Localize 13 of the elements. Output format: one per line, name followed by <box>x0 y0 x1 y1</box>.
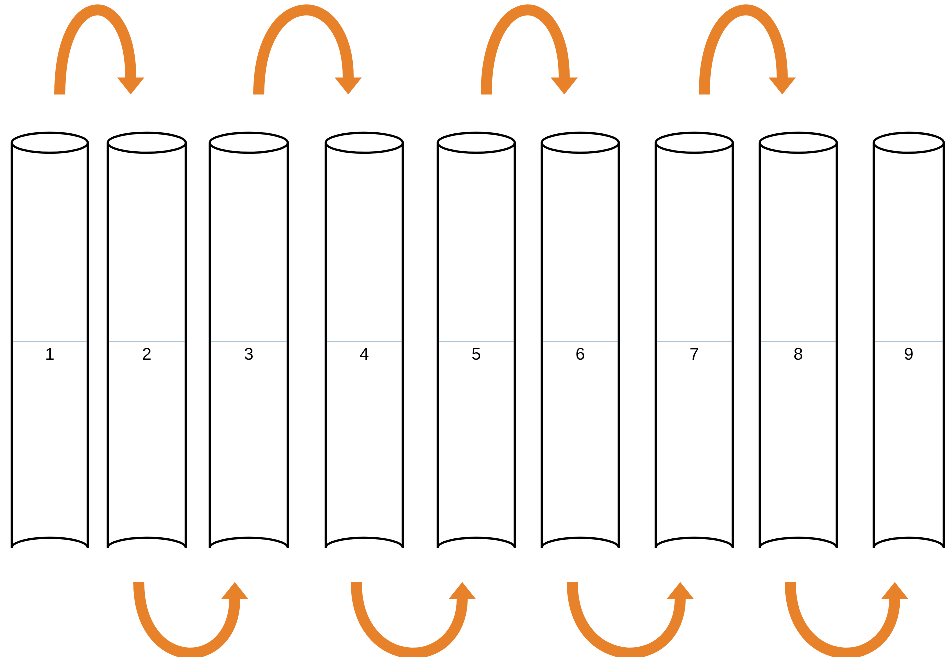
curved-arrow <box>254 4 362 96</box>
curved-arrow <box>54 4 145 96</box>
column-cylinder: 3 <box>208 132 290 550</box>
column-cylinder: 6 <box>540 132 620 550</box>
column-cylinder: 4 <box>324 132 404 550</box>
curved-arrow <box>699 4 796 96</box>
curved-arrow <box>481 4 578 96</box>
column-cylinder: 2 <box>106 132 188 550</box>
column-cylinder: 5 <box>436 132 516 550</box>
column-cylinder: 8 <box>758 132 838 550</box>
column-cylinder: 7 <box>654 132 734 550</box>
column-cylinder: 9 <box>872 132 946 550</box>
column-cylinder: 1 <box>10 132 90 550</box>
